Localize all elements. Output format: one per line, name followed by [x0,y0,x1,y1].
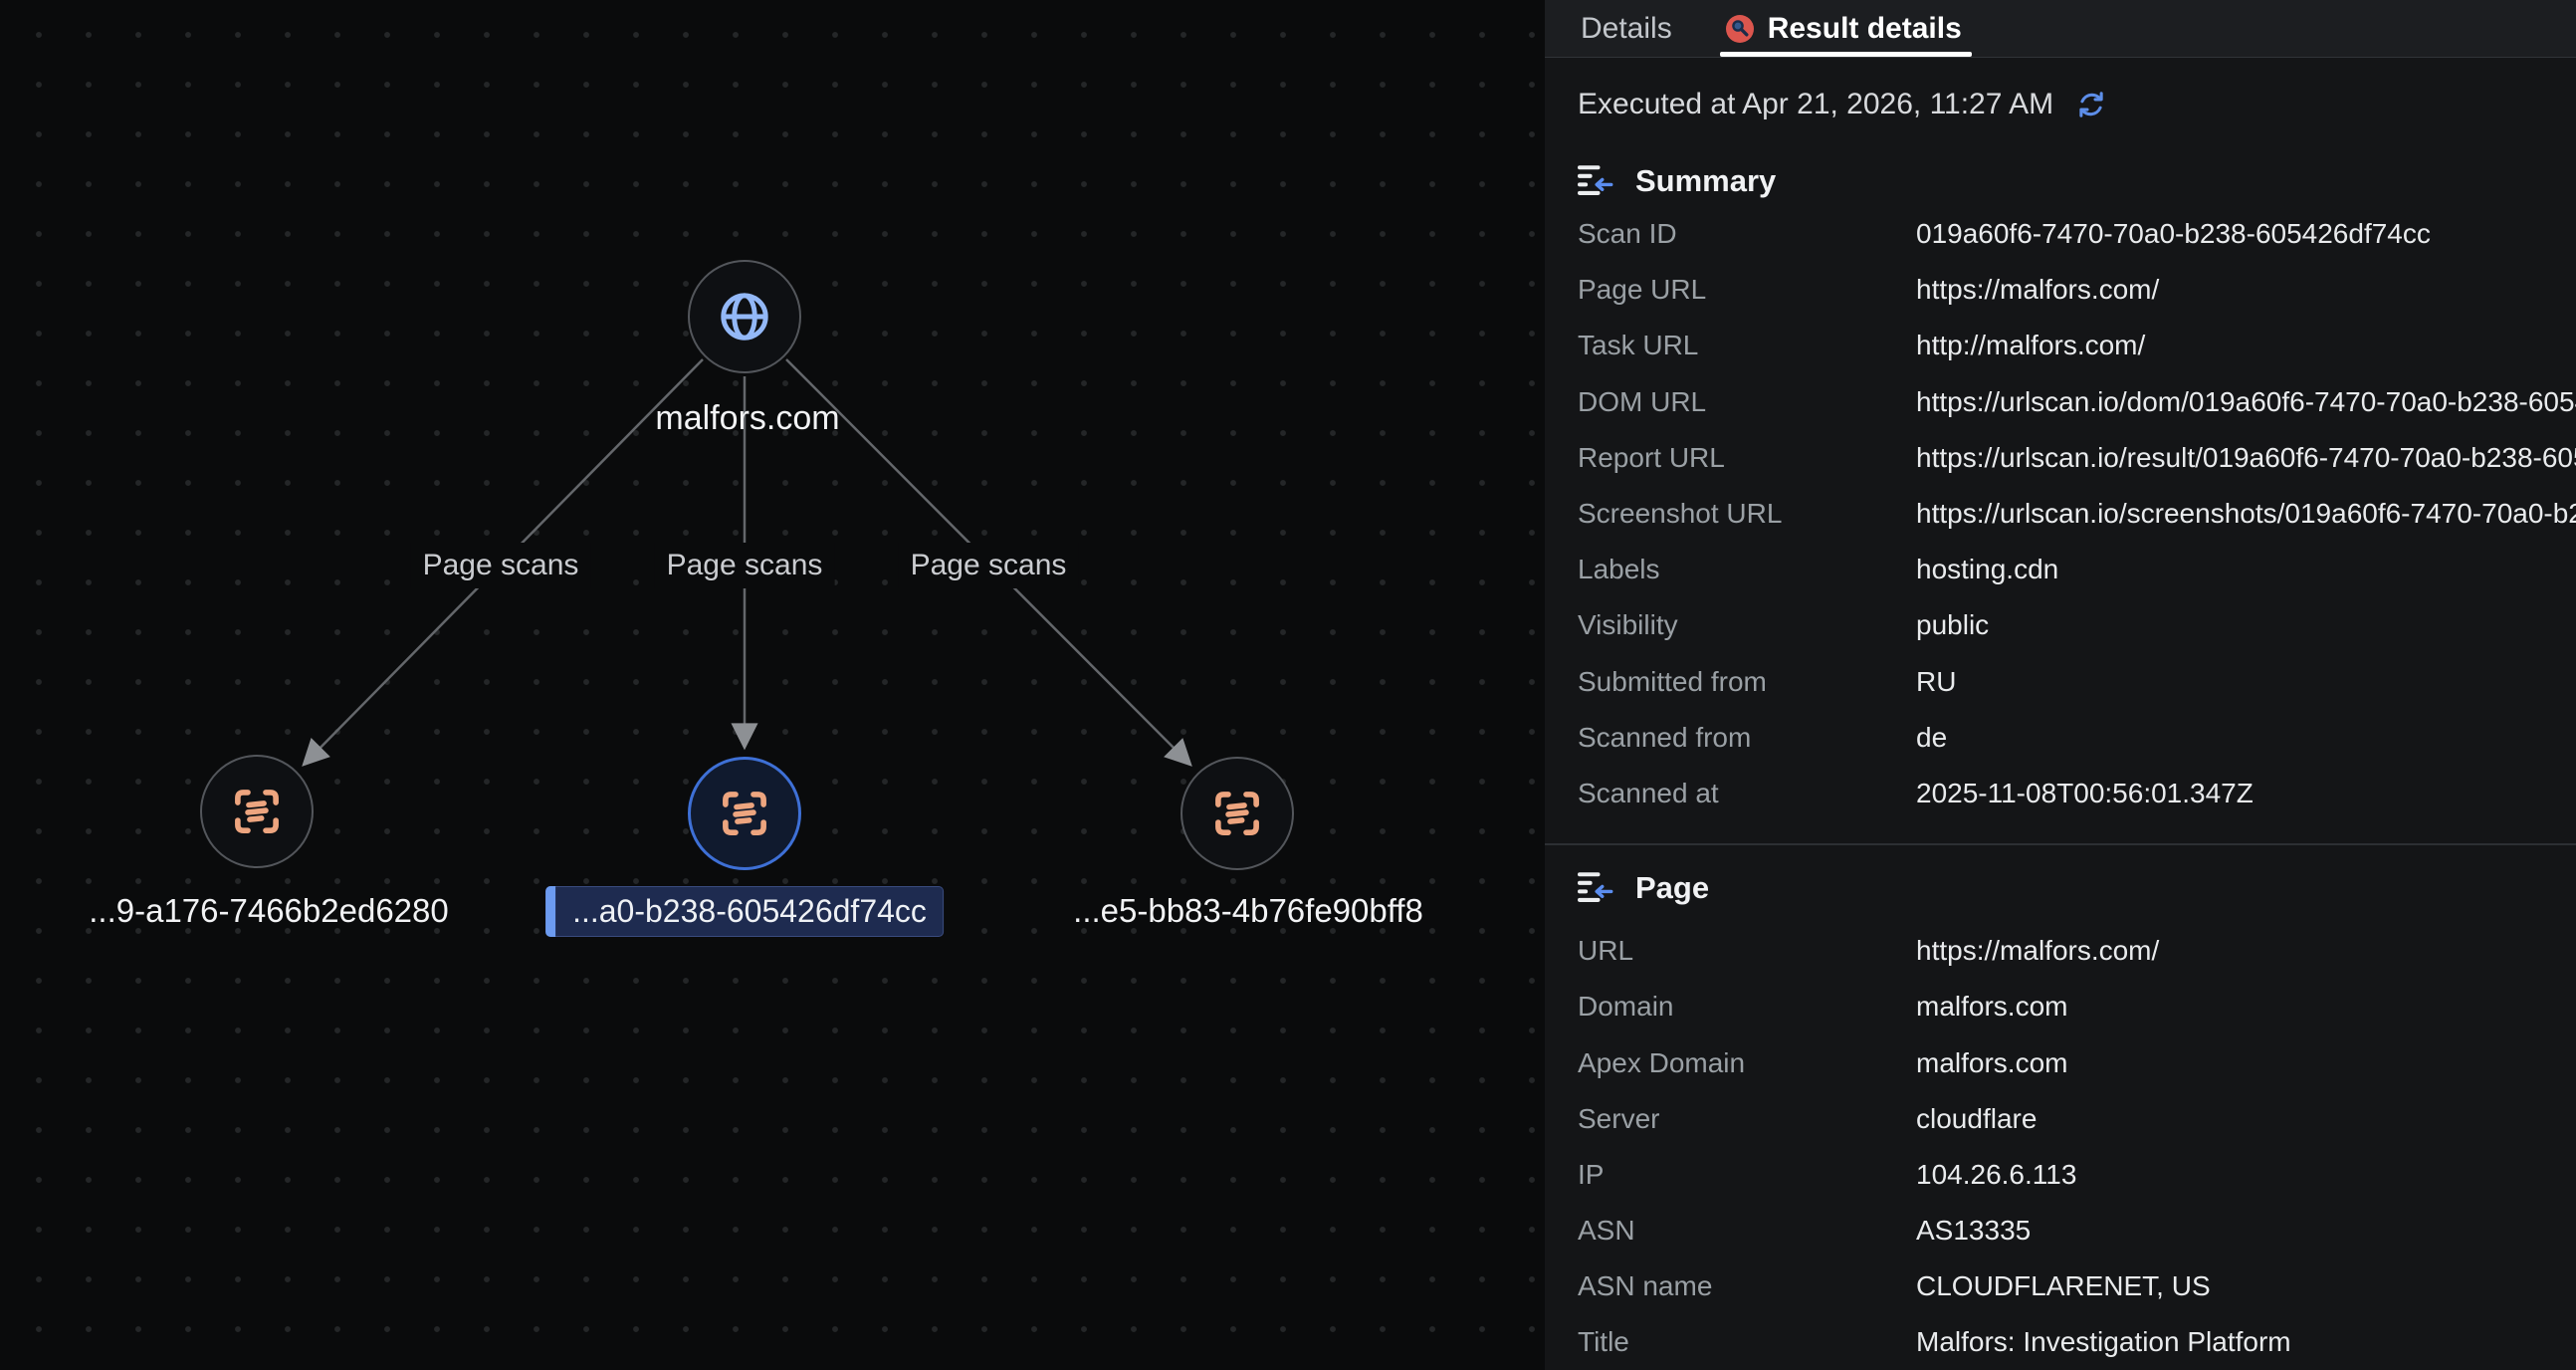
field-label: Submitted from [1578,665,1767,697]
scan-node-right[interactable] [1181,757,1294,870]
field-value: malfors.com [1916,1046,2068,1078]
field-row: Visibility public [1578,597,2576,653]
tab-details[interactable]: Details [1581,0,1672,57]
edge-label-page-scans: Page scans [654,543,835,588]
selection-accent-bar [545,886,556,937]
field-row: Scanned from de [1578,710,2576,766]
field-value[interactable]: https://urlscan.io/dom/019a60f6-7470-70a… [1916,385,2576,417]
summary-section-title: Summary [1635,163,1777,198]
field-value[interactable]: https://urlscan.io/screenshots/019a60f6-… [1916,498,2576,530]
field-label: Scanned from [1578,721,1752,753]
field-label: Report URL [1578,441,1725,473]
field-row: Screenshot URL https://urlscan.io/screen… [1578,486,2576,542]
field-row: Server cloudflare [1578,1091,2576,1147]
field-label: Title [1578,1326,1629,1358]
field-label: Scan ID [1578,218,1677,250]
field-value[interactable]: https://malfors.com/ [1916,274,2160,306]
page-rows: URL https://malfors.com/ Domain malfors.… [1578,923,2576,1370]
field-row: Domain malfors.com [1578,979,2576,1034]
scan-icon [230,785,284,838]
panel-tabbar: Details Result details [1545,0,2576,58]
summary-icon [1578,165,1613,197]
scan-icon [1210,787,1264,840]
domain-node-label: malfors.com [655,399,840,437]
field-value: 2025-11-08T00:56:01.347Z [1916,777,2254,808]
field-value[interactable]: https://urlscan.io/result/019a60f6-7470-… [1916,441,2576,473]
globe-icon [717,289,772,344]
field-label: ASN [1578,1215,1635,1247]
field-value: cloudflare [1916,1102,2038,1134]
field-value: 019a60f6-7470-70a0-b238-605426df74cc [1916,218,2431,250]
field-row: URL https://malfors.com/ [1578,923,2576,979]
summary-rows: Scan ID 019a60f6-7470-70a0-b238-605426df… [1578,206,2576,821]
page-section-title: Page [1635,870,1710,906]
scan-node-left[interactable] [200,755,314,868]
field-value: RU [1916,665,1957,697]
graph-canvas[interactable]: Page scans Page scans Page scans malfors… [0,0,1545,1370]
field-row: Task URL http://malfors.com/ [1578,318,2576,373]
field-row: ASN AS13335 [1578,1203,2576,1258]
field-row: Title Malfors: Investigation Platform [1578,1314,2576,1370]
field-value: 104.26.6.113 [1916,1158,2077,1190]
page-section-icon [1578,872,1613,904]
field-row: Apex Domain malfors.com [1578,1034,2576,1090]
tab-result-details[interactable]: Result details [1719,0,1972,57]
executed-at-row: Executed at Apr 21, 2026, 11:27 AM [1578,86,2576,123]
urlscan-logo-icon [1725,14,1754,43]
field-row: DOM URL https://urlscan.io/dom/019a60f6-… [1578,374,2576,430]
field-label: IP [1578,1158,1605,1190]
field-row: IP 104.26.6.113 [1578,1147,2576,1203]
field-label: Server [1578,1102,1660,1134]
refresh-icon[interactable] [2075,89,2107,120]
field-value: hosting.cdn [1916,554,2059,585]
scan-icon [718,787,771,840]
field-row: Page URL https://malfors.com/ [1578,262,2576,318]
edge-label-page-scans: Page scans [898,543,1079,588]
field-label: Page URL [1578,274,1707,306]
field-label: Labels [1578,554,1660,585]
field-row: Report URL https://urlscan.io/result/019… [1578,430,2576,486]
field-row: ASN name CLOUDFLARENET, US [1578,1258,2576,1314]
field-label: DOM URL [1578,385,1707,417]
field-row: Scan ID 019a60f6-7470-70a0-b238-605426df… [1578,206,2576,262]
field-row: Labels hosting.cdn [1578,542,2576,597]
field-value: public [1916,609,1990,641]
field-label: URL [1578,935,1634,967]
field-value[interactable]: http://malfors.com/ [1916,330,2146,361]
field-label: Screenshot URL [1578,498,1783,530]
scan-node-left-label: ...9-a176-7466b2ed6280 [89,892,449,929]
field-value: AS13335 [1916,1215,2032,1247]
field-row: Scanned at 2025-11-08T00:56:01.347Z [1578,766,2576,821]
edge-label-page-scans: Page scans [410,543,591,588]
page-section-header: Page [1578,866,2576,910]
field-label: Task URL [1578,330,1699,361]
field-value: de [1916,721,1948,753]
tab-details-label: Details [1581,11,1672,45]
field-value[interactable]: https://malfors.com/ [1916,935,2160,967]
field-label: ASN name [1578,1270,1713,1302]
scan-node-center-label-selected[interactable]: ...a0-b238-605426df74cc [545,886,944,937]
field-label: Apex Domain [1578,1046,1746,1078]
field-label: Visibility [1578,609,1678,641]
field-value: malfors.com [1916,991,2068,1023]
summary-section-header: Summary [1578,159,2576,203]
field-label: Scanned at [1578,777,1719,808]
section-divider [1545,843,2576,846]
result-details-panel: Details Result details Executed at Apr 2… [1545,0,2576,1370]
graph-edges [302,358,1192,767]
field-row: Submitted from RU [1578,654,2576,710]
domain-node[interactable] [688,260,801,373]
scan-node-center-selected[interactable] [688,757,801,870]
executed-at-text: Executed at Apr 21, 2026, 11:27 AM [1578,88,2054,120]
scan-node-right-label: ...e5-bb83-4b76fe90bff8 [1073,892,1423,929]
field-value: CLOUDFLARENET, US [1916,1270,2211,1302]
tab-result-details-label: Result details [1767,11,1962,45]
field-label: Domain [1578,991,1674,1023]
field-value: Malfors: Investigation Platform [1916,1326,2291,1358]
